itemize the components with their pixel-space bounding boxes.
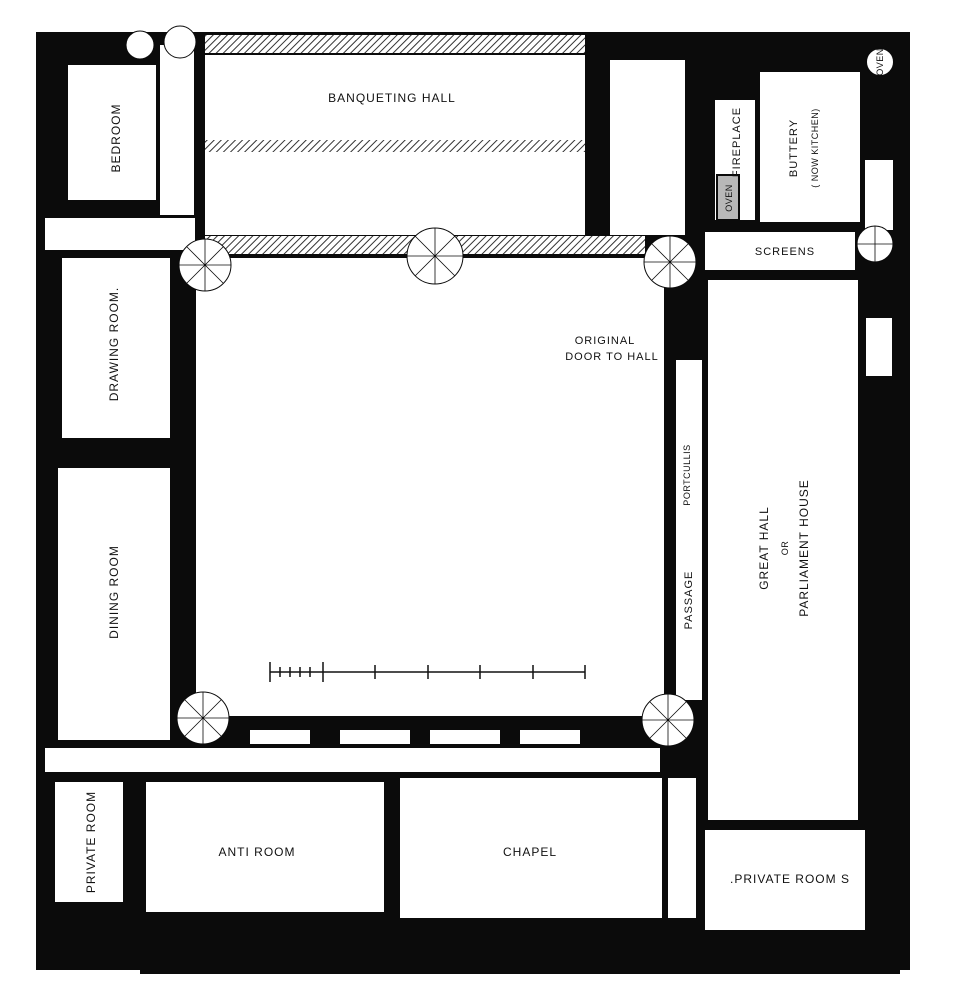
label-chapel: CHAPEL [503, 845, 557, 859]
stair-tower-nw [125, 30, 155, 60]
label-anti-room: ANTI ROOM [219, 845, 296, 859]
scale-bar [269, 662, 586, 682]
label-original-door-line2: DOOR TO HALL [565, 351, 659, 363]
label-oven-corner: OVEN [875, 48, 885, 76]
label-screens: SCREENS [755, 246, 815, 258]
screens-floor [705, 232, 855, 270]
anti-room-floor [146, 782, 384, 912]
label-private-room-left: PRIVATE ROOM [84, 791, 98, 893]
label-great-hall-line1: GREAT HALL [757, 506, 771, 590]
room-floors [45, 45, 893, 930]
bedroom-floor [68, 65, 156, 200]
passage-floor [676, 360, 702, 700]
private-room-left-floor [55, 782, 123, 902]
buttery-floor [760, 72, 860, 222]
label-banqueting-hall: BANQUETING HALL [328, 91, 456, 105]
label-great-hall-line2: PARLIAMENT HOUSE [797, 479, 811, 617]
label-fireplace: FIREPLACE [731, 107, 743, 177]
courtyard-windows [250, 730, 580, 744]
banqueting-hall-floor [205, 55, 585, 140]
label-buttery-line2: ( NOW KITCHEN) [810, 108, 820, 188]
label-portcullis: PORTCULLIS [682, 444, 692, 505]
label-buttery-line1: BUTTERY [788, 119, 800, 177]
label-passage: PASSAGE [683, 571, 695, 630]
label-original-door-line1: ORIGINAL [575, 335, 636, 347]
label-bedroom: BEDROOM [109, 103, 123, 172]
great-hall-floor [708, 280, 858, 820]
label-dining-room: DINING ROOM [107, 545, 121, 639]
stair-tower-n [163, 25, 197, 59]
label-private-rooms-right: .PRIVATE ROOM S [730, 872, 850, 886]
drawing-room-floor [62, 258, 170, 438]
south-buttresses [140, 966, 900, 974]
label-drawing-room: DRAWING ROOM. [107, 287, 121, 402]
private-rooms-right-floor [705, 830, 865, 930]
courtyard [196, 258, 664, 716]
buttery-fixtures [716, 47, 895, 221]
south-corridor [45, 748, 660, 772]
label-great-hall-or: OR [780, 541, 790, 556]
chapel-floor [400, 778, 662, 918]
label-oven-lower: OVEN [724, 184, 734, 212]
dining-room-floor [58, 468, 170, 740]
